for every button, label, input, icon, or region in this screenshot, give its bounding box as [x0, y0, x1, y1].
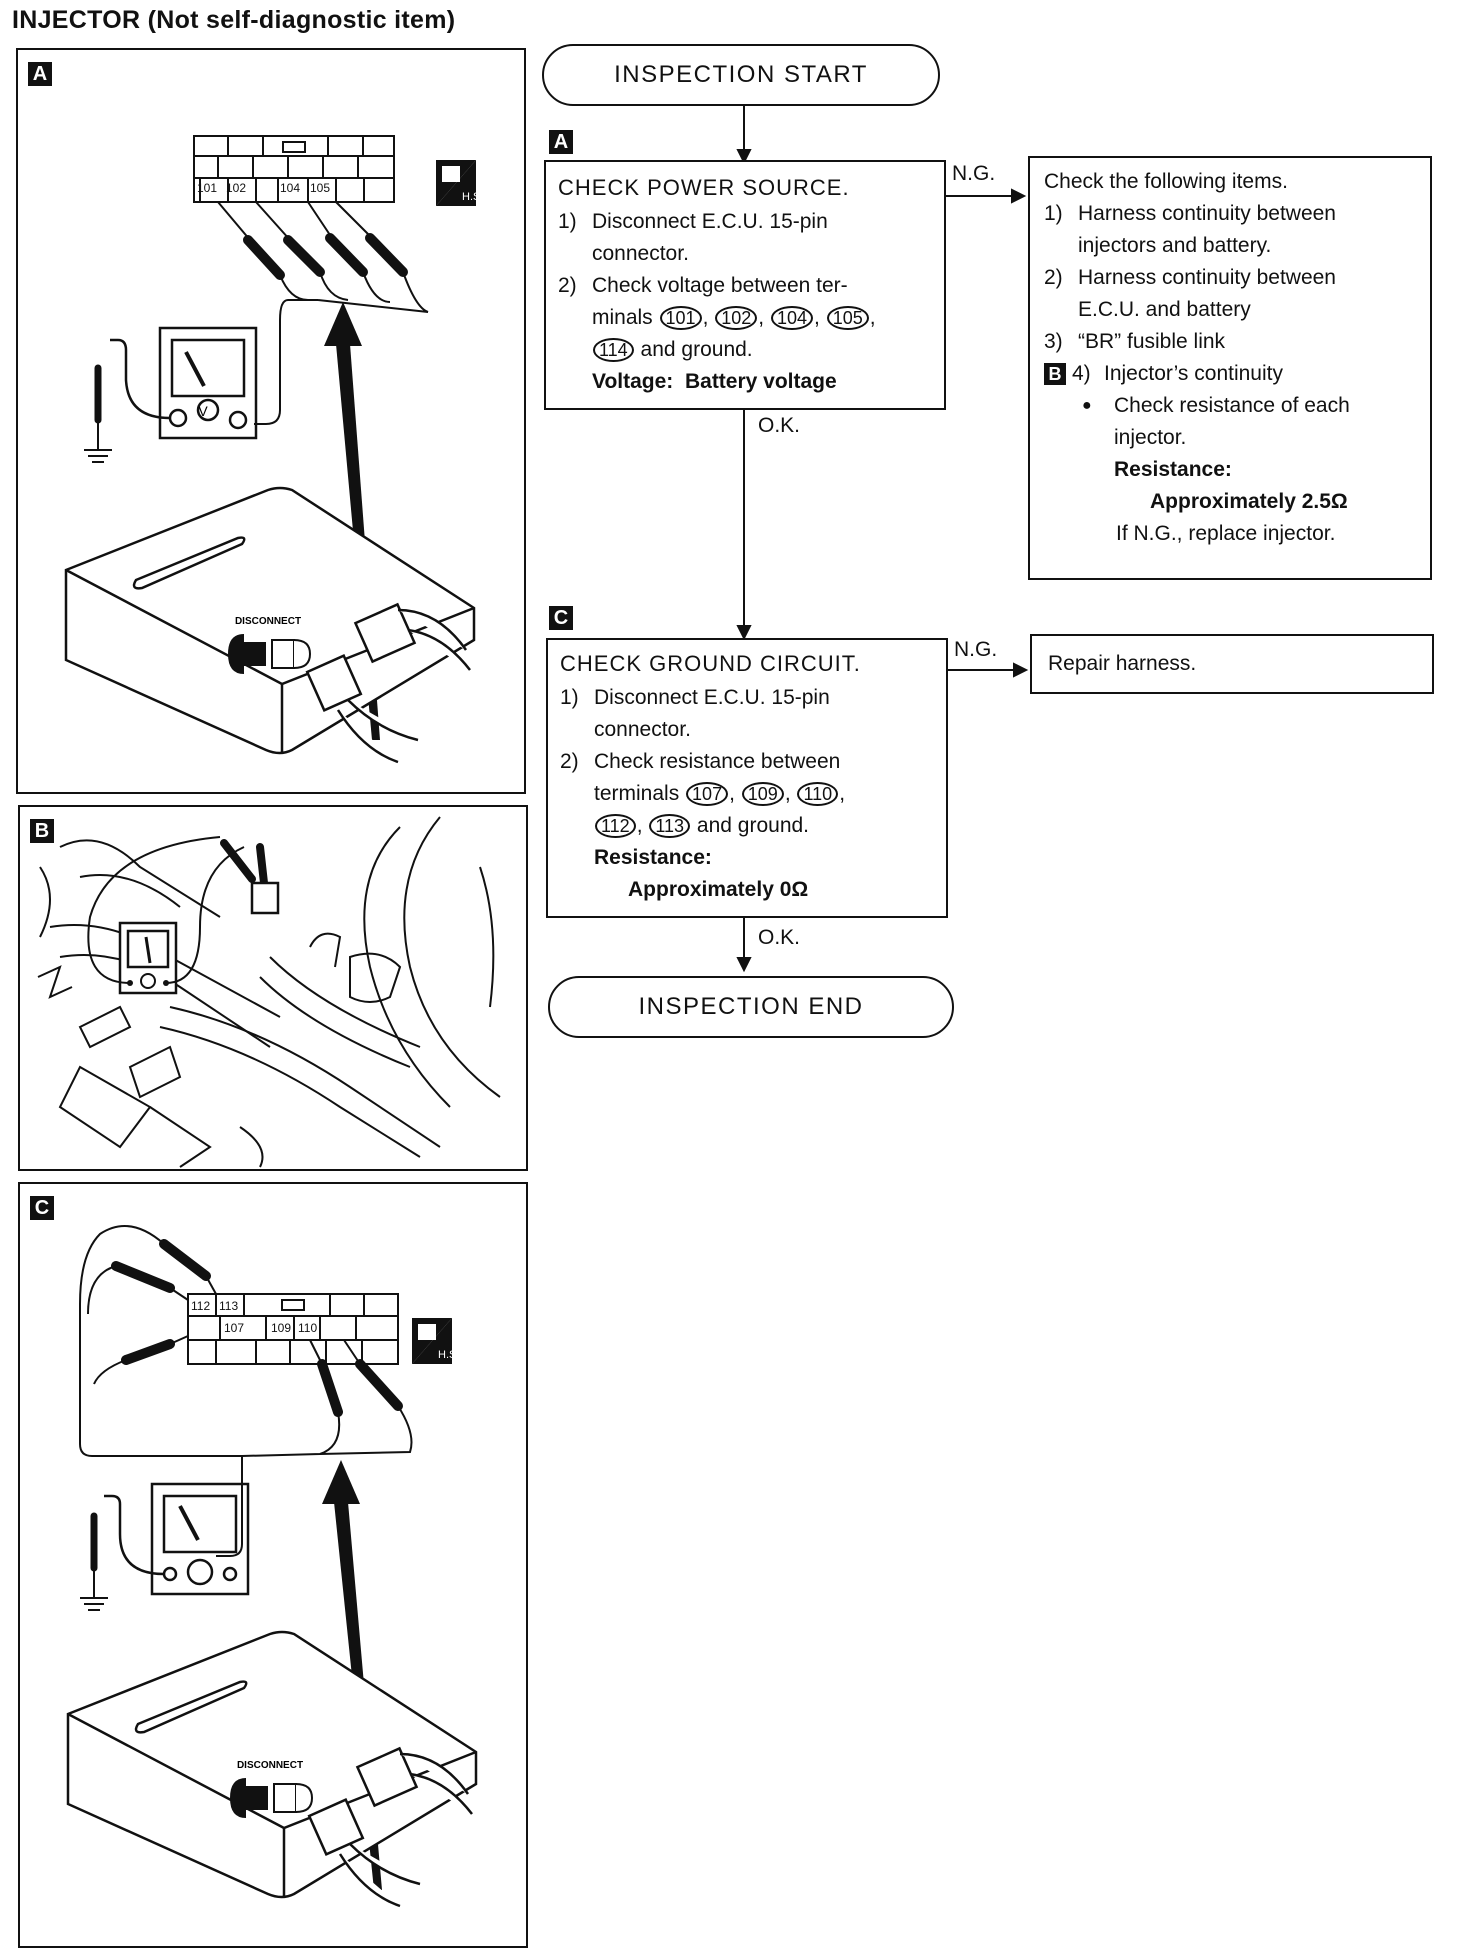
ground-and-ground: and ground. [696, 814, 810, 837]
power-title: CHECK POWER SOURCE. [558, 175, 850, 200]
item-1-text-cont: injectors and battery. [1078, 234, 1272, 257]
terminal-105: 105 [826, 306, 869, 330]
item-3-num: 3) [1044, 330, 1063, 353]
terminal-109: 109 [741, 782, 784, 806]
terminal-112: 112 [595, 814, 636, 838]
check-items-box: Check the following items. 1) Harness co… [1028, 156, 1432, 580]
power-voltage-spec: Voltage: Battery voltage [592, 368, 837, 396]
items-resistance-label: Resistance: [1114, 458, 1232, 481]
panel-c-drawing: DISCONNECT H.S. [66, 1225, 478, 1908]
ground-resistance-label: Resistance: [594, 846, 712, 869]
panel-a-illustration: A [16, 48, 526, 794]
item-1-num: 1) [1044, 202, 1063, 225]
terminal-102: 102 [715, 306, 758, 330]
item-2-num: 2) [1044, 266, 1063, 289]
terminal-label-109: 109 [271, 1321, 292, 1335]
items-replace-note: If N.G., replace injector. [1116, 522, 1336, 545]
item-4-tag-b: B [1044, 363, 1066, 385]
bullet-text: Check resistance of each [1114, 394, 1350, 417]
item-2-text: Harness continuity between [1078, 266, 1336, 289]
ground-step2-text: Check resistance between [594, 750, 841, 773]
item-3-text: “BR” fusible link [1078, 330, 1226, 353]
power-step2-num: 2) [558, 274, 577, 297]
ground-terminals-prefix: terminals [594, 782, 680, 805]
terminal-label-105: 105 [310, 181, 331, 195]
ground-step1-text: Disconnect E.C.U. 15-pin [594, 686, 830, 709]
panel-b-tag: B [30, 819, 54, 843]
terminal-label-107: 107 [224, 1321, 245, 1335]
terminal-label-113: 113 [219, 1299, 239, 1313]
hs-label-a: H.S. [462, 191, 483, 203]
ground-title: CHECK GROUND CIRCUIT. [560, 651, 861, 676]
terminal-label-112: 112 [191, 1299, 211, 1313]
ground-resistance-value: Approximately 0Ω [628, 878, 809, 901]
flow-tag-a: A [549, 130, 573, 154]
meter-volt-symbol: V [198, 403, 208, 419]
ground-step1-text-cont: connector. [594, 718, 691, 741]
terminal-label-101: 101 [197, 181, 218, 195]
terminal-101: 101 [659, 306, 702, 330]
panel-a-drawing: V DISCONNECT [64, 135, 483, 764]
ok-label-ground: O.K. [758, 926, 801, 949]
panel-c-illustration: C [18, 1182, 528, 1948]
power-step2-terminals: minals 101, 102, 104, 105, [592, 306, 876, 330]
check-ground-circuit-box: CHECK GROUND CIRCUIT. 1) Disconnect E.C.… [546, 638, 948, 918]
power-step1-text: Disconnect E.C.U. 15-pin [592, 210, 828, 233]
ground-step2-num: 2) [560, 750, 579, 773]
power-step1-num: 1) [558, 210, 577, 233]
repair-harness-text: Repair harness. [1048, 652, 1197, 675]
voltage-label: Voltage: [592, 370, 674, 393]
panel-b-illustration: B [18, 805, 528, 1171]
repair-harness-box: Repair harness. [1030, 634, 1434, 694]
item-2-text-cont: E.C.U. and battery [1078, 298, 1251, 321]
items-title: Check the following items. [1044, 170, 1288, 193]
panel-b-engine-drawing [37, 816, 501, 1168]
page-title: INJECTOR (Not self-diagnostic item) [12, 6, 456, 34]
terminal-label-104: 104 [280, 181, 301, 195]
terminal-113: 113 [649, 814, 691, 838]
terminal-114: 114 [593, 338, 634, 362]
ng-label-ground: N.G. [954, 638, 998, 661]
bullet-icon: ● [1082, 397, 1092, 414]
power-and-ground: and ground. [640, 338, 753, 361]
ground-step2-terminals-cont: 112, 113 and ground. [594, 812, 809, 840]
inspection-end-terminal: INSPECTION END [548, 976, 954, 1038]
disconnect-label-a: DISCONNECT [235, 616, 301, 627]
voltage-value: Battery voltage [684, 370, 837, 393]
bullet-text-cont: injector. [1114, 426, 1187, 449]
terminal-label-110: 110 [298, 1321, 318, 1335]
ground-step2-terminals: terminals 107, 109, 110, [594, 782, 846, 806]
inspection-end-label: INSPECTION END [638, 993, 864, 1020]
inspection-start-label: INSPECTION START [614, 61, 868, 88]
item-4-num: 4) [1072, 362, 1091, 385]
ground-step1-num: 1) [560, 686, 579, 709]
power-step2-text: Check voltage between ter- [592, 274, 848, 297]
check-power-source-box: CHECK POWER SOURCE. 1) Disconnect E.C.U.… [544, 160, 946, 410]
terminal-110: 110 [797, 782, 839, 806]
inspection-start-terminal: INSPECTION START [542, 44, 940, 106]
panel-a-tag: A [28, 62, 52, 86]
power-step1-text-cont: connector. [592, 242, 689, 265]
power-terminals-prefix: minals [592, 306, 653, 329]
terminal-104: 104 [770, 306, 814, 330]
item-1-text: Harness continuity between [1078, 202, 1336, 225]
hs-label-c: H.S. [438, 1349, 459, 1361]
terminal-label-102: 102 [226, 181, 247, 195]
item-4-text: Injector’s continuity [1104, 362, 1283, 385]
items-resistance-value: Approximately 2.5Ω [1150, 490, 1348, 513]
ok-label-power: O.K. [758, 414, 801, 437]
power-step2-terminals-cont: 114 and ground. [592, 336, 753, 364]
disconnect-label-c: DISCONNECT [237, 1760, 303, 1771]
panel-c-tag: C [30, 1196, 54, 1220]
terminal-107: 107 [686, 782, 729, 806]
ng-label-power: N.G. [952, 162, 996, 185]
flow-tag-c: C [549, 606, 573, 630]
